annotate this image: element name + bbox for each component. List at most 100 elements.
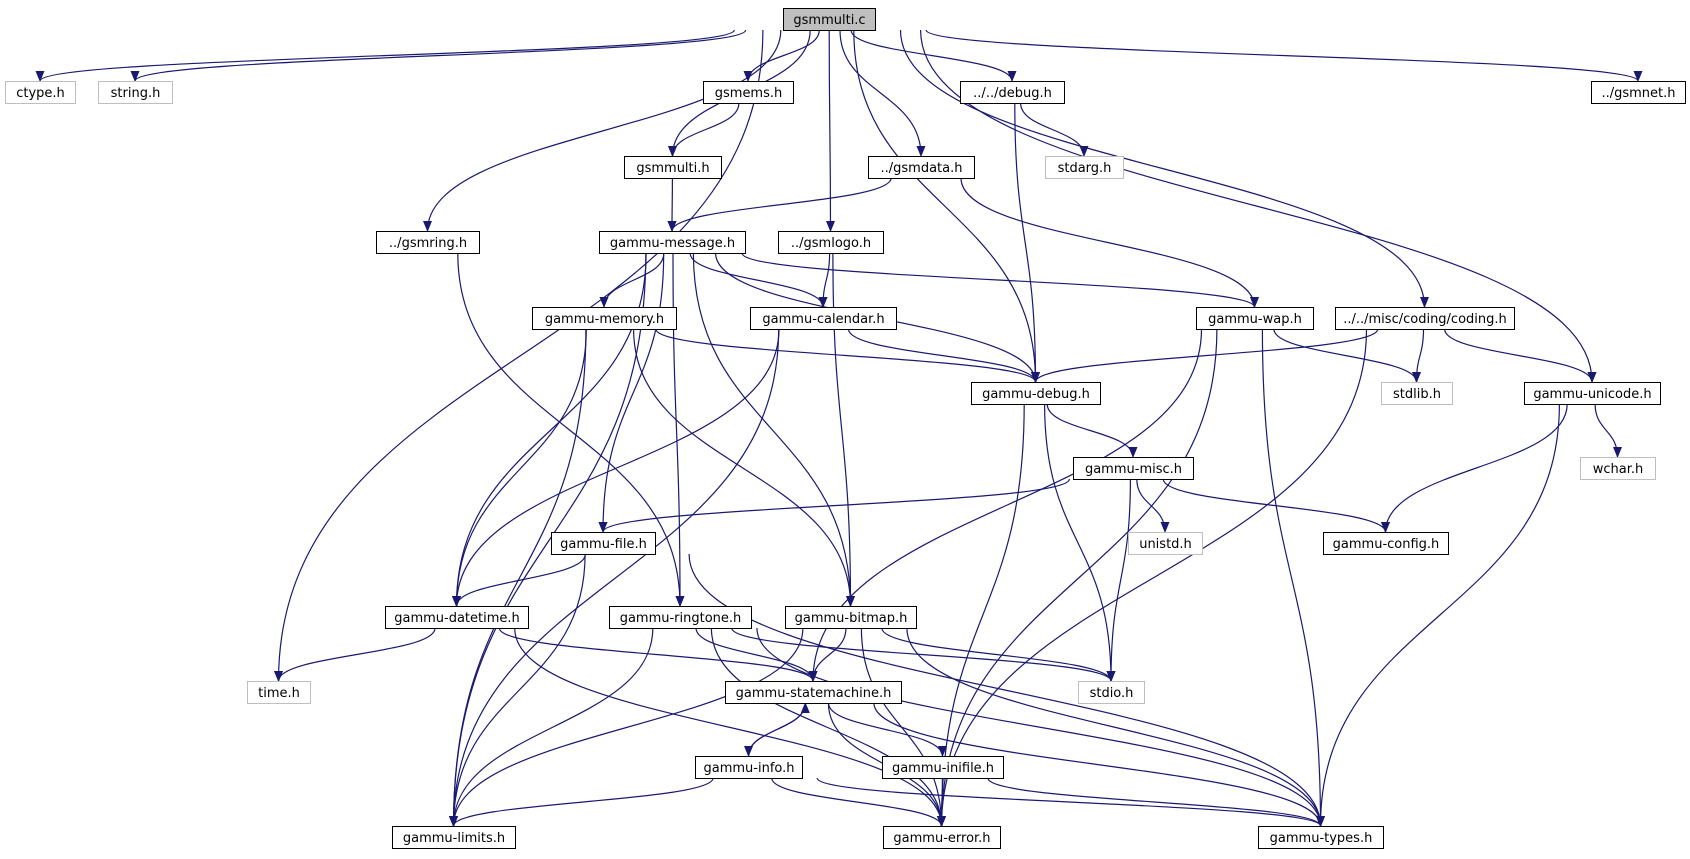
- edge-gammu-ringtone-h-to-gammu-types-h: [756, 627, 1325, 827]
- node-box: [392, 826, 516, 849]
- edge-gsmmulti-c-to-gsmlogo-h: [825, 29, 835, 232]
- node-gammu-file-h[interactable]: gammu-file.h: [551, 532, 656, 555]
- node-gammu-limits-h[interactable]: gammu-limits.h: [392, 826, 516, 849]
- edge-gammu-debug-h-to-stdio-h: [1044, 403, 1116, 682]
- node-label: gammu-calendar.h: [762, 312, 884, 327]
- edge-gammu-calendar-h-to-gammu-datetime-h: [452, 328, 780, 607]
- node-label: gammu-inifile.h: [892, 761, 994, 776]
- edge-gammu-info-h-to-gammu-error-h: [771, 777, 946, 827]
- node-box: [599, 231, 746, 254]
- edge-gammu-memory-h-to-gammu-datetime-h: [452, 328, 587, 607]
- edge-gammu-info-h-to-gammu-statemachine-h: [747, 702, 810, 757]
- node-gammu-types-h[interactable]: gammu-types.h: [1258, 826, 1384, 849]
- edge-gammu-datetime-h-to-gammu-error-h: [514, 627, 946, 827]
- node-gammu-unicode-h[interactable]: gammu-unicode.h: [1524, 382, 1661, 405]
- edge-gammu-file-h-to-gammu-limits-h: [449, 553, 586, 827]
- edge-gammu-bitmap-h-to-stdio-h: [881, 627, 1116, 682]
- node-label: gammu-memory.h: [545, 312, 664, 327]
- edge-gsmmulti-c-to-gsmems-h: [743, 29, 820, 82]
- node-label: gammu-info.h: [704, 761, 795, 776]
- node-unistd-h: unistd.h: [1128, 532, 1203, 555]
- node-box: [532, 307, 677, 330]
- node-label: gammu-limits.h: [403, 831, 505, 846]
- edge-gammu-message-h-to-gammu-bitmap-h: [692, 252, 855, 607]
- node-box: [1323, 532, 1449, 555]
- node-label: gammu-message.h: [610, 236, 735, 251]
- edge-gammu-bitmap-h-to-gammu-types-h: [906, 627, 1325, 827]
- edge-gammu-unicode-h-to-wchar-h: [1594, 403, 1622, 458]
- node-gammu-statemachine-h[interactable]: gammu-statemachine.h: [725, 681, 902, 704]
- node-label: gammu-debug.h: [982, 387, 1090, 402]
- node-gammu-memory-h[interactable]: gammu-memory.h: [532, 307, 677, 330]
- node-label: gsmmulti.c: [793, 13, 865, 28]
- edge-gammu-message-h-to-gammu-calendar-h: [689, 252, 828, 308]
- node-gsmdata-h[interactable]: ../gsmdata.h: [868, 156, 975, 179]
- edge-gammu-info-h-to-gammu-limits-h: [449, 777, 714, 827]
- node-coding-h[interactable]: ../../misc/coding/coding.h: [1335, 307, 1515, 330]
- edge-coding-h-to-stdlib-h: [1412, 328, 1425, 383]
- node-gammu-inifile-h[interactable]: gammu-inifile.h: [882, 756, 1004, 779]
- edge-gammu-info-h-to-gammu-types-h: [816, 777, 1325, 827]
- node-gammu-misc-h[interactable]: gammu-misc.h: [1073, 457, 1194, 480]
- node-gsmlogo-h[interactable]: ../gsmlogo.h: [778, 231, 884, 254]
- edge-gammu-statemachine-h-to-gammu-types-h: [873, 702, 1325, 827]
- node-label: gammu-config.h: [1333, 537, 1440, 552]
- node-gammu-message-h[interactable]: gammu-message.h: [599, 231, 746, 254]
- node-box: [783, 8, 876, 31]
- node-label: unistd.h: [1139, 537, 1192, 552]
- node-box: [1073, 457, 1194, 480]
- node-label: gammu-unicode.h: [1533, 387, 1651, 402]
- edge-debug-h-to-gammu-debug-h: [1014, 102, 1040, 383]
- node-gsmmulti-c[interactable]: gsmmulti.c: [783, 8, 876, 31]
- node-label: ../gsmdata.h: [881, 161, 963, 176]
- node-gammu-config-h[interactable]: gammu-config.h: [1323, 532, 1449, 555]
- node-box: [882, 756, 1004, 779]
- edge-gammu-calendar-h-to-gammu-debug-h: [847, 328, 1040, 383]
- edge-gsmmulti-c-to-ctype-h: [35, 29, 735, 82]
- edge-gammu-message-h-to-gammu-memory-h: [599, 252, 665, 308]
- node-gammu-error-h[interactable]: gammu-error.h: [883, 826, 1001, 849]
- edge-gammu-ringtone-h-to-stdio-h: [731, 627, 1116, 682]
- node-gammu-calendar-h[interactable]: gammu-calendar.h: [750, 307, 897, 330]
- node-label: gammu-misc.h: [1085, 462, 1182, 477]
- node-box: [609, 606, 752, 629]
- node-box: [883, 826, 1001, 849]
- node-label: ../../debug.h: [973, 86, 1052, 101]
- edge-gsmmulti-c-to-gsmring-h: [423, 29, 782, 232]
- edge-gammu-wap-h-to-stdlib-h: [1273, 328, 1421, 383]
- node-label: ../../misc/coding/coding.h: [1343, 312, 1507, 327]
- node-label: ../gsmlogo.h: [791, 236, 871, 251]
- node-gammu-wap-h[interactable]: gammu-wap.h: [1196, 307, 1314, 330]
- node-gsmnet-h[interactable]: ../gsmnet.h: [1591, 81, 1686, 104]
- node-debug-h[interactable]: ../../debug.h: [960, 81, 1065, 104]
- edge-gsmmulti-c-to-gammu-unicode-h: [920, 29, 1597, 383]
- node-label: stdio.h: [1090, 686, 1134, 701]
- node-gammu-bitmap-h[interactable]: gammu-bitmap.h: [785, 606, 917, 629]
- node-gsmmulti-h[interactable]: gsmmulti.h: [624, 156, 722, 179]
- edge-gammu-memory-h-to-gammu-bitmap-h: [633, 328, 855, 607]
- node-box: [1196, 307, 1314, 330]
- node-box: [5, 81, 76, 104]
- node-label: gammu-types.h: [1270, 831, 1373, 846]
- edge-gammu-bitmap-h-to-gammu-statemachine-h: [808, 627, 847, 682]
- edge-gsmmulti-c-to-debug-h: [850, 29, 1017, 82]
- node-label: string.h: [111, 86, 161, 101]
- node-gammu-datetime-h[interactable]: gammu-datetime.h: [385, 606, 529, 629]
- node-label: ../gsmring.h: [389, 236, 467, 251]
- node-box: [1258, 826, 1384, 849]
- node-gsmems-h[interactable]: gsmems.h: [703, 81, 794, 104]
- edge-gammu-debug-h-to-gammu-misc-h: [1046, 403, 1138, 458]
- node-label: ctype.h: [16, 86, 65, 101]
- node-box: [703, 81, 794, 104]
- edge-gammu-message-h-to-gammu-wap-h: [741, 252, 1259, 308]
- node-gammu-ringtone-h[interactable]: gammu-ringtone.h: [609, 606, 752, 629]
- node-gammu-debug-h[interactable]: gammu-debug.h: [971, 382, 1101, 405]
- edge-debug-h-to-stdarg-h: [1020, 102, 1089, 157]
- node-label: gammu-wap.h: [1208, 312, 1302, 327]
- edge-gsmmulti-c-to-coding-h: [899, 29, 1429, 308]
- edge-gsmlogo-h-to-gammu-bitmap-h: [832, 252, 855, 607]
- node-gsmring-h[interactable]: ../gsmring.h: [376, 231, 480, 254]
- edge-gammu-misc-h-to-stdio-h: [1106, 478, 1131, 682]
- node-box: [1045, 156, 1124, 179]
- node-gammu-info-h[interactable]: gammu-info.h: [695, 756, 803, 779]
